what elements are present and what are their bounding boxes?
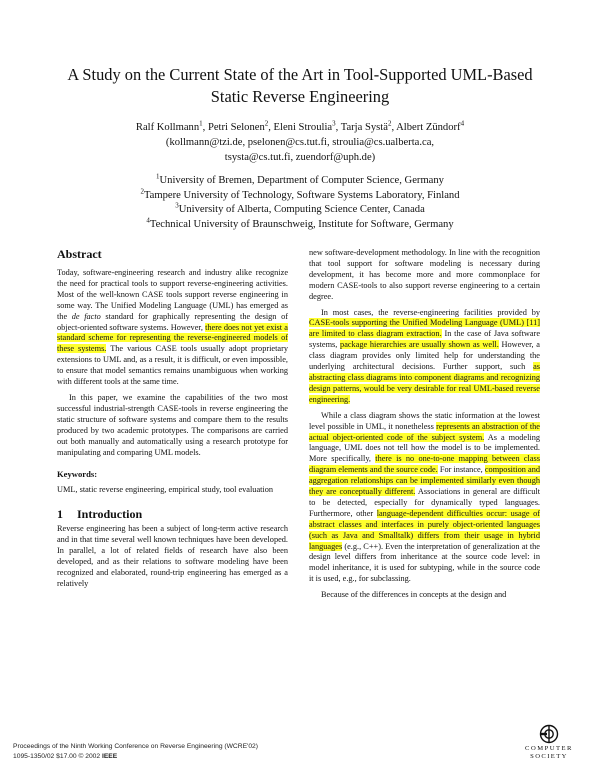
author: Petri Selonen [207,122,265,133]
affiliation: 2Tampere University of Technology, Softw… [140,186,460,201]
keywords-heading: Keywords: [57,469,98,480]
body-paragraph: new software-development methodology. In… [309,248,540,301]
computer-society-logo: COMPUTER SOCIETY [509,724,589,760]
society-emblem-icon [539,724,559,744]
affiliations: 1University of Bremen, Department of Com… [30,172,570,232]
keywords-text: UML, static reverse engineering, empiric… [57,485,274,495]
left-column: Abstract Today, software-engineering res… [57,246,288,590]
logo-text: COMPUTER [525,745,573,752]
abstract-paragraph: Today, software-engineering research and… [57,268,288,387]
author-emails: (kollmann@tzi.de, pselonen@cs.tut.fi, st… [165,137,435,148]
body-paragraph: Because of the differences in concepts a… [321,590,507,600]
body-paragraph: In most cases, the reverse-engineering f… [309,307,540,404]
author-block: Ralf Kollmann1, Petri Selonen2, Eleni St… [30,120,570,165]
affiliation: 1University of Bremen, Department of Com… [156,172,444,186]
intro-paragraph: Reverse engineering has been a subject o… [57,524,288,588]
author: Tarja Systä [340,122,388,133]
highlight: package hierarchies are usually shown as… [340,340,499,350]
body-paragraph: While a class diagram shows the static i… [309,410,540,584]
author: Ralf Kollmann [135,122,200,133]
affiliation: 3University of Alberta, Computing Scienc… [175,201,425,215]
author: Eleni Stroulia [273,122,333,133]
paper-title: A Study on the Current State of the Art … [67,65,533,106]
proceedings-footer: Proceedings of the Ninth Working Confere… [13,743,258,760]
right-column: new software-development methodology. In… [309,248,540,601]
logo-text: SOCIETY [530,753,568,760]
abstract-heading: Abstract [57,247,102,261]
affiliation: 4Technical University of Braunschweig, I… [146,215,454,230]
author-names: Ralf Kollmann1, Petri Selonen2, Eleni St… [135,119,465,133]
author: Albert Zündorf [396,122,461,133]
abstract-paragraph: In this paper, we examine the capabiliti… [57,392,288,457]
author-emails: tsysta@cs.tut.fi, zuendorf@uph.de) [224,152,376,163]
